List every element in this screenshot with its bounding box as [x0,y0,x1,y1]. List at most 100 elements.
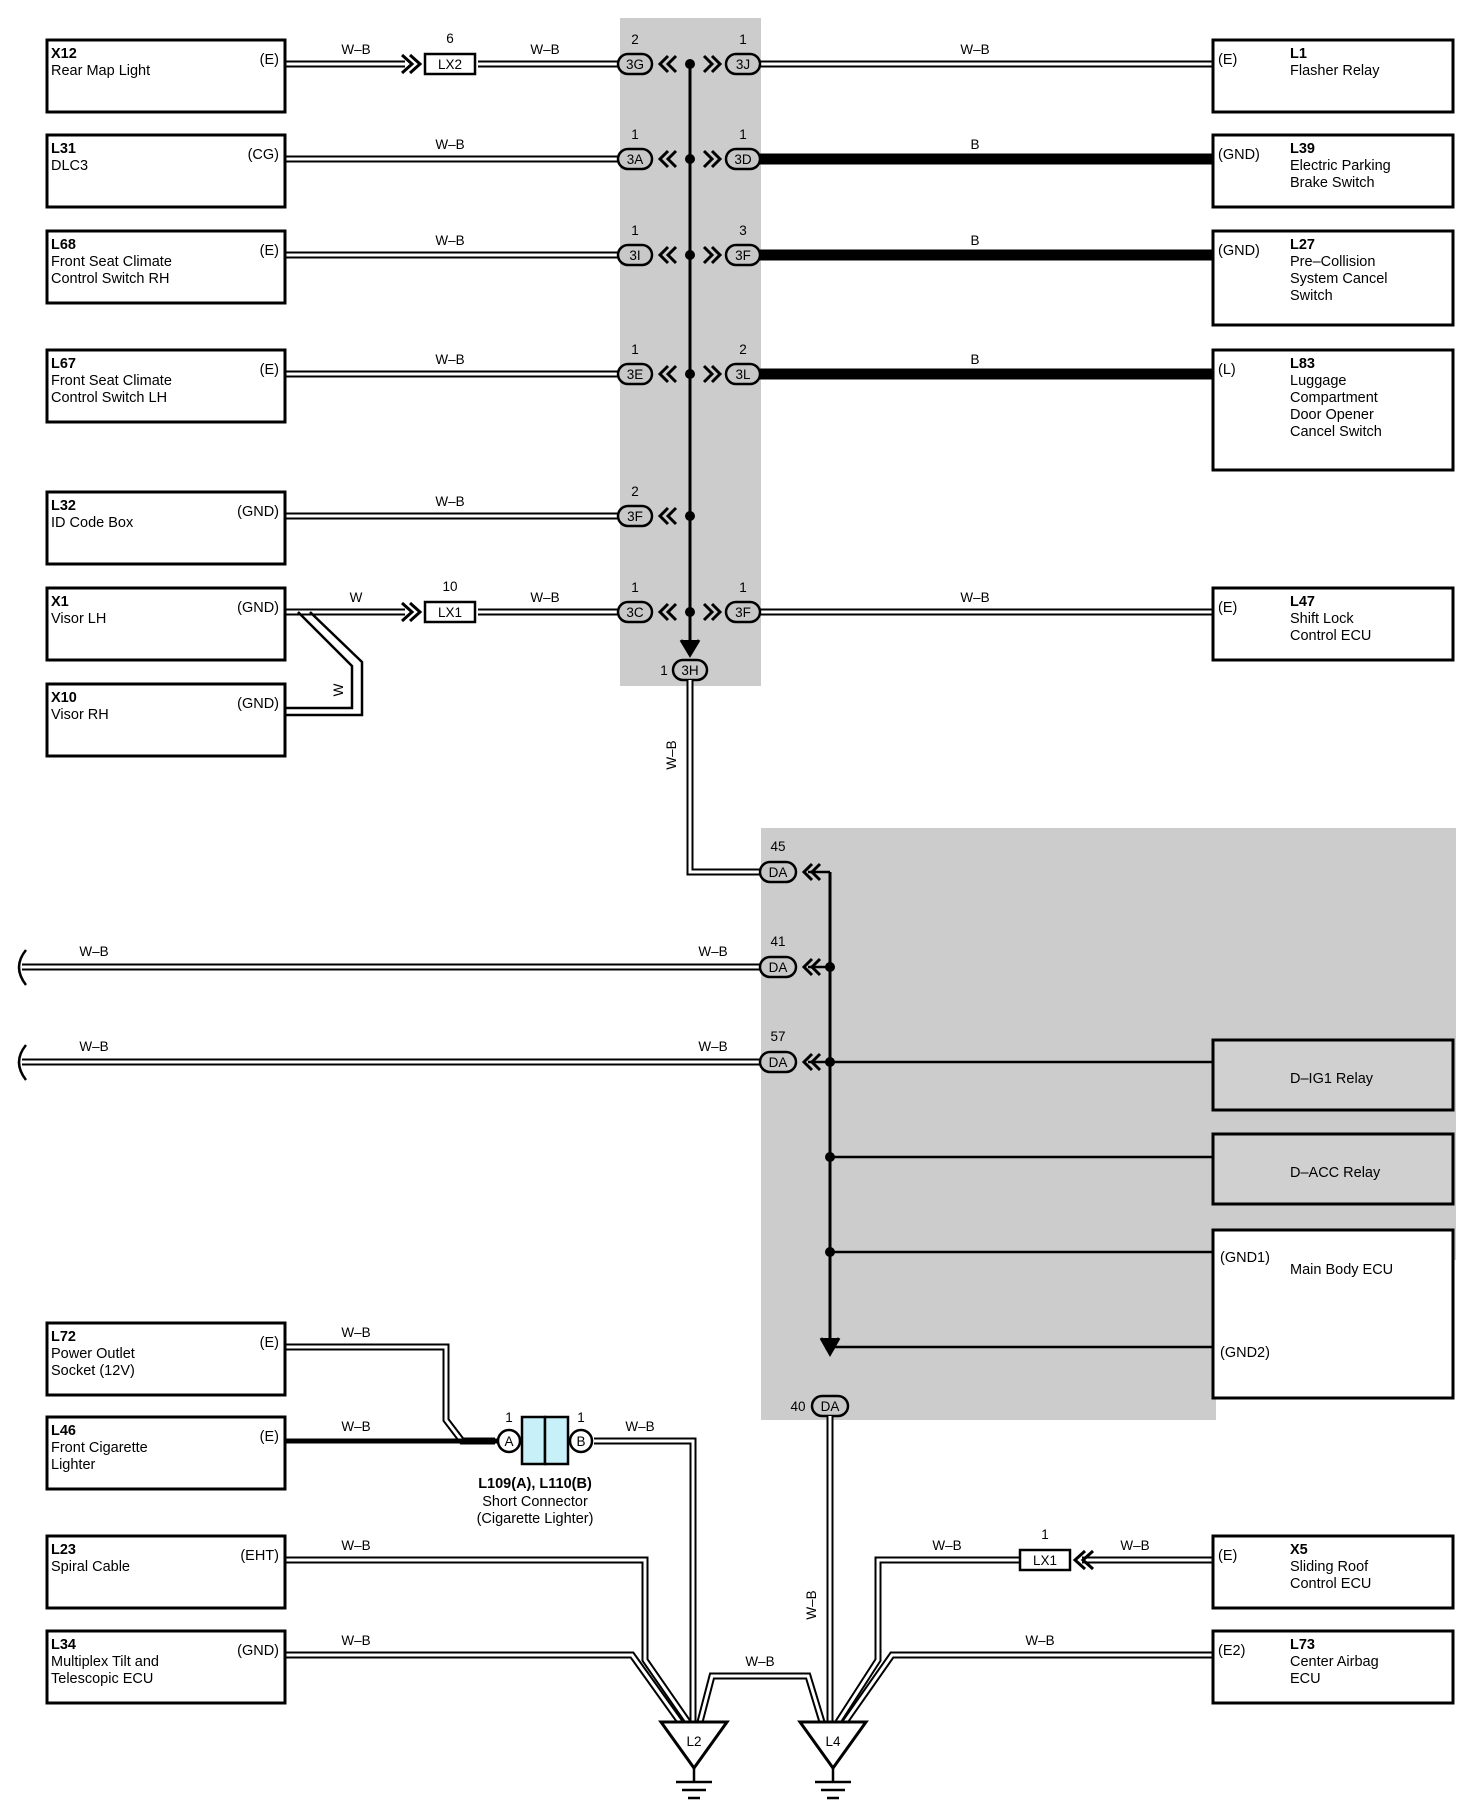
ecu-connector-da41: DA [758,955,798,979]
svg-text:2: 2 [631,484,639,499]
svg-text:W–B: W–B [341,1325,370,1340]
svg-text:B: B [970,233,979,248]
svg-text:LX1: LX1 [438,605,462,620]
short-connector-name: Short Connector [482,1494,588,1510]
svg-text:45: 45 [770,839,785,854]
svg-text:B: B [576,1434,585,1449]
jb-connector-3f-b: 3F [616,504,654,528]
junction-chevrons [657,54,723,622]
connector-code: 3A [627,152,644,167]
connector-code: 3D [734,152,752,167]
short-connector-cigarette-lighter: A B 1 1 L109(A), L110(B) Short Connector… [477,1410,594,1527]
svg-text:W–B: W–B [79,944,108,959]
wire-color-labels-top: W–B W–B W–B W–B B W–B B W–B B W–B W W–B … [331,42,990,770]
component-pin: (GND) [1218,147,1260,163]
svg-text:Brake Switch: Brake Switch [1290,175,1375,191]
component-pin: (E) [260,1429,279,1445]
wire-l23-to-l2 [286,1556,691,1724]
connector-code: 3F [627,509,643,524]
svg-text:W–B: W–B [435,233,464,248]
svg-text:1: 1 [1041,1527,1049,1542]
connector-code: 3C [626,605,644,620]
svg-text:57: 57 [770,1029,785,1044]
svg-text:Rear Map Light: Rear Map Light [51,63,150,79]
component-pin: (E2) [1218,1643,1245,1659]
connector-code: 3E [627,367,644,382]
jb-pin-numbers: 2 1 1 1 1 3 1 2 2 1 1 1 [631,32,747,678]
svg-text:1: 1 [631,223,639,238]
svg-text:Pre–Collision: Pre–Collision [1290,254,1375,270]
svg-text:Front Seat Climate: Front Seat Climate [51,254,172,270]
svg-text:2: 2 [739,342,747,357]
svg-text:10: 10 [442,579,457,594]
svg-text:ECU: ECU [1290,1671,1321,1687]
svg-text:Switch: Switch [1290,288,1333,304]
svg-text:W–B: W–B [530,590,559,605]
svg-text:1: 1 [739,127,747,142]
wire-da57-left [17,1044,764,1081]
svg-text:W–B: W–B [341,42,370,57]
svg-text:Center Airbag: Center Airbag [1290,1654,1379,1670]
component-id: X10 [51,690,77,706]
svg-text:1: 1 [631,127,639,142]
component-pin: (E) [260,362,279,378]
svg-text:1: 1 [631,342,639,357]
inline-connector-lx1-bottom: LX1 1 [1018,1527,1095,1572]
component-id: L34 [51,1637,76,1653]
ecu-chevrons [801,862,822,1072]
connector-code: 3H [681,663,698,678]
connector-code: DA [821,1399,840,1414]
jb-connector-3f-c: 3F [724,600,762,624]
svg-text:System Cancel: System Cancel [1290,271,1388,287]
component-pin: (E) [1218,52,1237,68]
relay-d-ig1: D–IG1 Relay [1211,1038,1455,1112]
svg-text:LX1: LX1 [1033,1553,1057,1568]
component-id: X5 [1290,1542,1308,1558]
svg-text:Shift Lock: Shift Lock [1290,611,1354,627]
svg-text:Control Switch RH: Control Switch RH [51,271,169,287]
svg-text:W–B: W–B [960,590,989,605]
jb-connector-3c: 3C [616,600,654,624]
inline-connector-lx1-top: LX1 10 [400,579,477,624]
wire-x5-to-l4 [835,1556,1213,1724]
component-pin: (GND) [237,1643,279,1659]
svg-text:W–B: W–B [435,137,464,152]
short-connector-name: (Cigarette Lighter) [477,1511,594,1527]
jb-connector-3e: 3E [616,362,654,386]
wire-l2-to-l4 [696,1672,826,1724]
wire-da41-left [17,949,764,986]
svg-text:Control ECU: Control ECU [1290,628,1371,644]
connector-code: 3F [735,605,751,620]
wire-l72-to-short-connector [286,1343,495,1445]
component-id: L27 [1290,237,1315,253]
connector-code: 3G [626,57,644,72]
component-id: L83 [1290,356,1315,372]
component-pin: (GND) [1218,243,1260,259]
component-id: L23 [51,1542,76,1558]
connector-code: 3J [736,57,750,72]
svg-text:1: 1 [739,580,747,595]
svg-text:W–B: W–B [960,42,989,57]
svg-text:Front Cigarette: Front Cigarette [51,1440,148,1456]
svg-text:Visor RH: Visor RH [51,707,109,723]
svg-text:W–B: W–B [341,1538,370,1553]
component-id: X12 [51,46,77,62]
component-id: X1 [51,594,69,610]
svg-text:Socket (12V): Socket (12V) [51,1363,135,1379]
component-id: L31 [51,141,76,157]
ecu-connector-da40: DA [810,1394,850,1418]
svg-text:Electric Parking: Electric Parking [1290,158,1391,174]
svg-text:Main Body ECU: Main Body ECU [1290,1262,1393,1278]
svg-text:L4: L4 [825,1734,841,1749]
